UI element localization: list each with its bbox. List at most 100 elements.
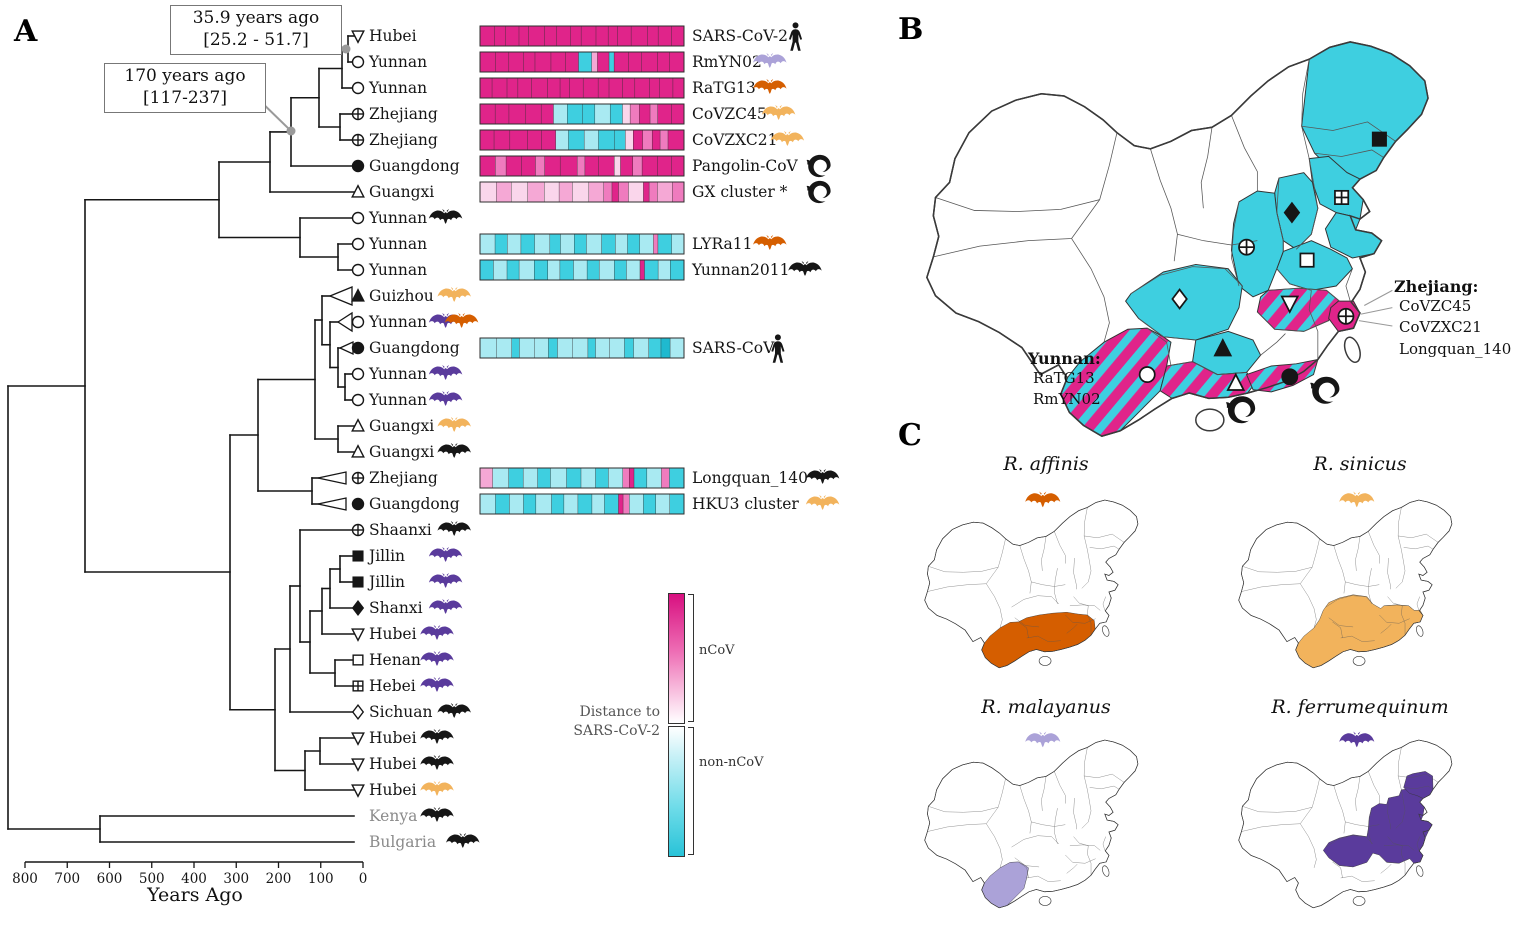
heatmap-segment [595,338,610,358]
non-ncov-label: non-nCoV [699,755,764,770]
heatmap-segment [581,26,597,46]
china-outline [924,739,1139,909]
heatmap-segment [588,338,596,358]
heatmap-frame [479,51,685,73]
province-border [1069,604,1101,611]
taiwan-island [1416,625,1424,637]
heatmap-segment [614,156,621,176]
heatmap-frame [479,493,685,515]
china-outline-stroke [924,739,1139,909]
heatmap-segment [609,338,625,358]
triangle-open-marker [351,444,365,458]
heatmap-segment [595,104,611,124]
bat-icon [428,598,463,614]
heatmap-segment [534,234,551,254]
pangolin-icon [806,180,831,204]
province-border [1401,845,1406,876]
heatmap-frame [479,103,685,125]
province-border [1345,821,1380,827]
tip-location-label: Henan [369,651,421,669]
triangle-down-open-marker [351,628,365,642]
heatmap-segment [641,52,658,72]
heatmap-segment [528,26,545,46]
province-border [1301,59,1310,159]
heatmap-segment [560,234,575,254]
heatmap-segment [595,468,609,488]
heatmap-segment [639,104,651,124]
heatmap-segment [583,78,599,98]
province-border [1011,835,1059,848]
province-border [1138,318,1196,341]
virus-name-label: GX cluster * [692,183,788,201]
tip-location-label: Hubei [369,625,417,643]
province-border [1069,844,1101,851]
province-border [1054,568,1058,605]
bat-icon [420,806,454,822]
heatmap-segment [650,104,658,124]
bat-icon [428,572,463,588]
taiwan-island [1343,336,1361,364]
heatmap-segment [672,182,684,202]
province-border [1345,581,1380,587]
yunnan-callout-item: RaTG13 [1033,369,1095,387]
province-border [1041,536,1047,571]
ncov-bracket [688,594,694,722]
heatmap-segment [518,78,532,98]
province-border [1301,121,1396,142]
heatmap-segment [551,52,566,72]
time-axis-title: Years Ago [147,884,243,906]
province-border [1379,614,1410,624]
heatmap-segment [507,260,520,280]
province-border [1387,596,1403,606]
species-map-malayanus [924,731,1139,909]
tip-location-label: Jillin [367,573,405,591]
province-border [1416,836,1420,851]
heatmap-segment [550,234,561,254]
heatmap-segment [541,104,554,124]
province-border [1268,287,1340,302]
province-border [1276,178,1284,252]
heatmap-segment [647,26,659,46]
non-ncov-gradient-bar [668,726,685,857]
province-border [1066,864,1078,874]
china-outline-stroke [1238,499,1453,669]
province-border [1340,875,1375,882]
province-border [1368,808,1372,845]
heatmap-segment [671,104,684,124]
heatmap-segment [534,260,548,280]
heatmap-segment [634,468,648,488]
province-border [1054,808,1058,845]
non-ncov-bracket [688,727,694,855]
heatmap-segment [536,494,552,514]
heatmap-frame [479,467,685,489]
province-border [1231,115,1258,192]
province-border [1019,785,1032,834]
heatmap-segment [509,52,524,72]
species-map-ferrumequinum [1238,731,1453,909]
heatmap-frame [479,259,685,281]
province-border [1242,778,1320,813]
bat-icon [805,494,840,510]
bat-icon [437,442,471,458]
virus-name-label: RmYN02 [692,53,762,71]
province-border [1260,333,1286,356]
axis-tick-label: 700 [54,871,80,887]
heatmap-segment [657,104,672,124]
heatmap-segment [633,338,649,358]
ncov-gradient-bar [668,593,685,724]
province-border [1019,545,1032,594]
heatmap-segment [480,338,497,358]
heatmap-segment [620,156,633,176]
heatmap-segment [669,494,684,514]
tip-location-label: Hubei [369,729,417,747]
triangle-open-marker [351,184,365,198]
species-map-affinis [924,491,1139,669]
tip-location-label: Yunnan [368,79,427,97]
tip-location-label: Hebei [369,677,416,695]
heatmap-segment [622,468,630,488]
heatmap-segment [673,78,684,98]
heatmap-segment [496,182,512,202]
zhejiang-callout-item: CoVZXC21 [1399,318,1482,337]
heatmap-segment [633,130,643,150]
